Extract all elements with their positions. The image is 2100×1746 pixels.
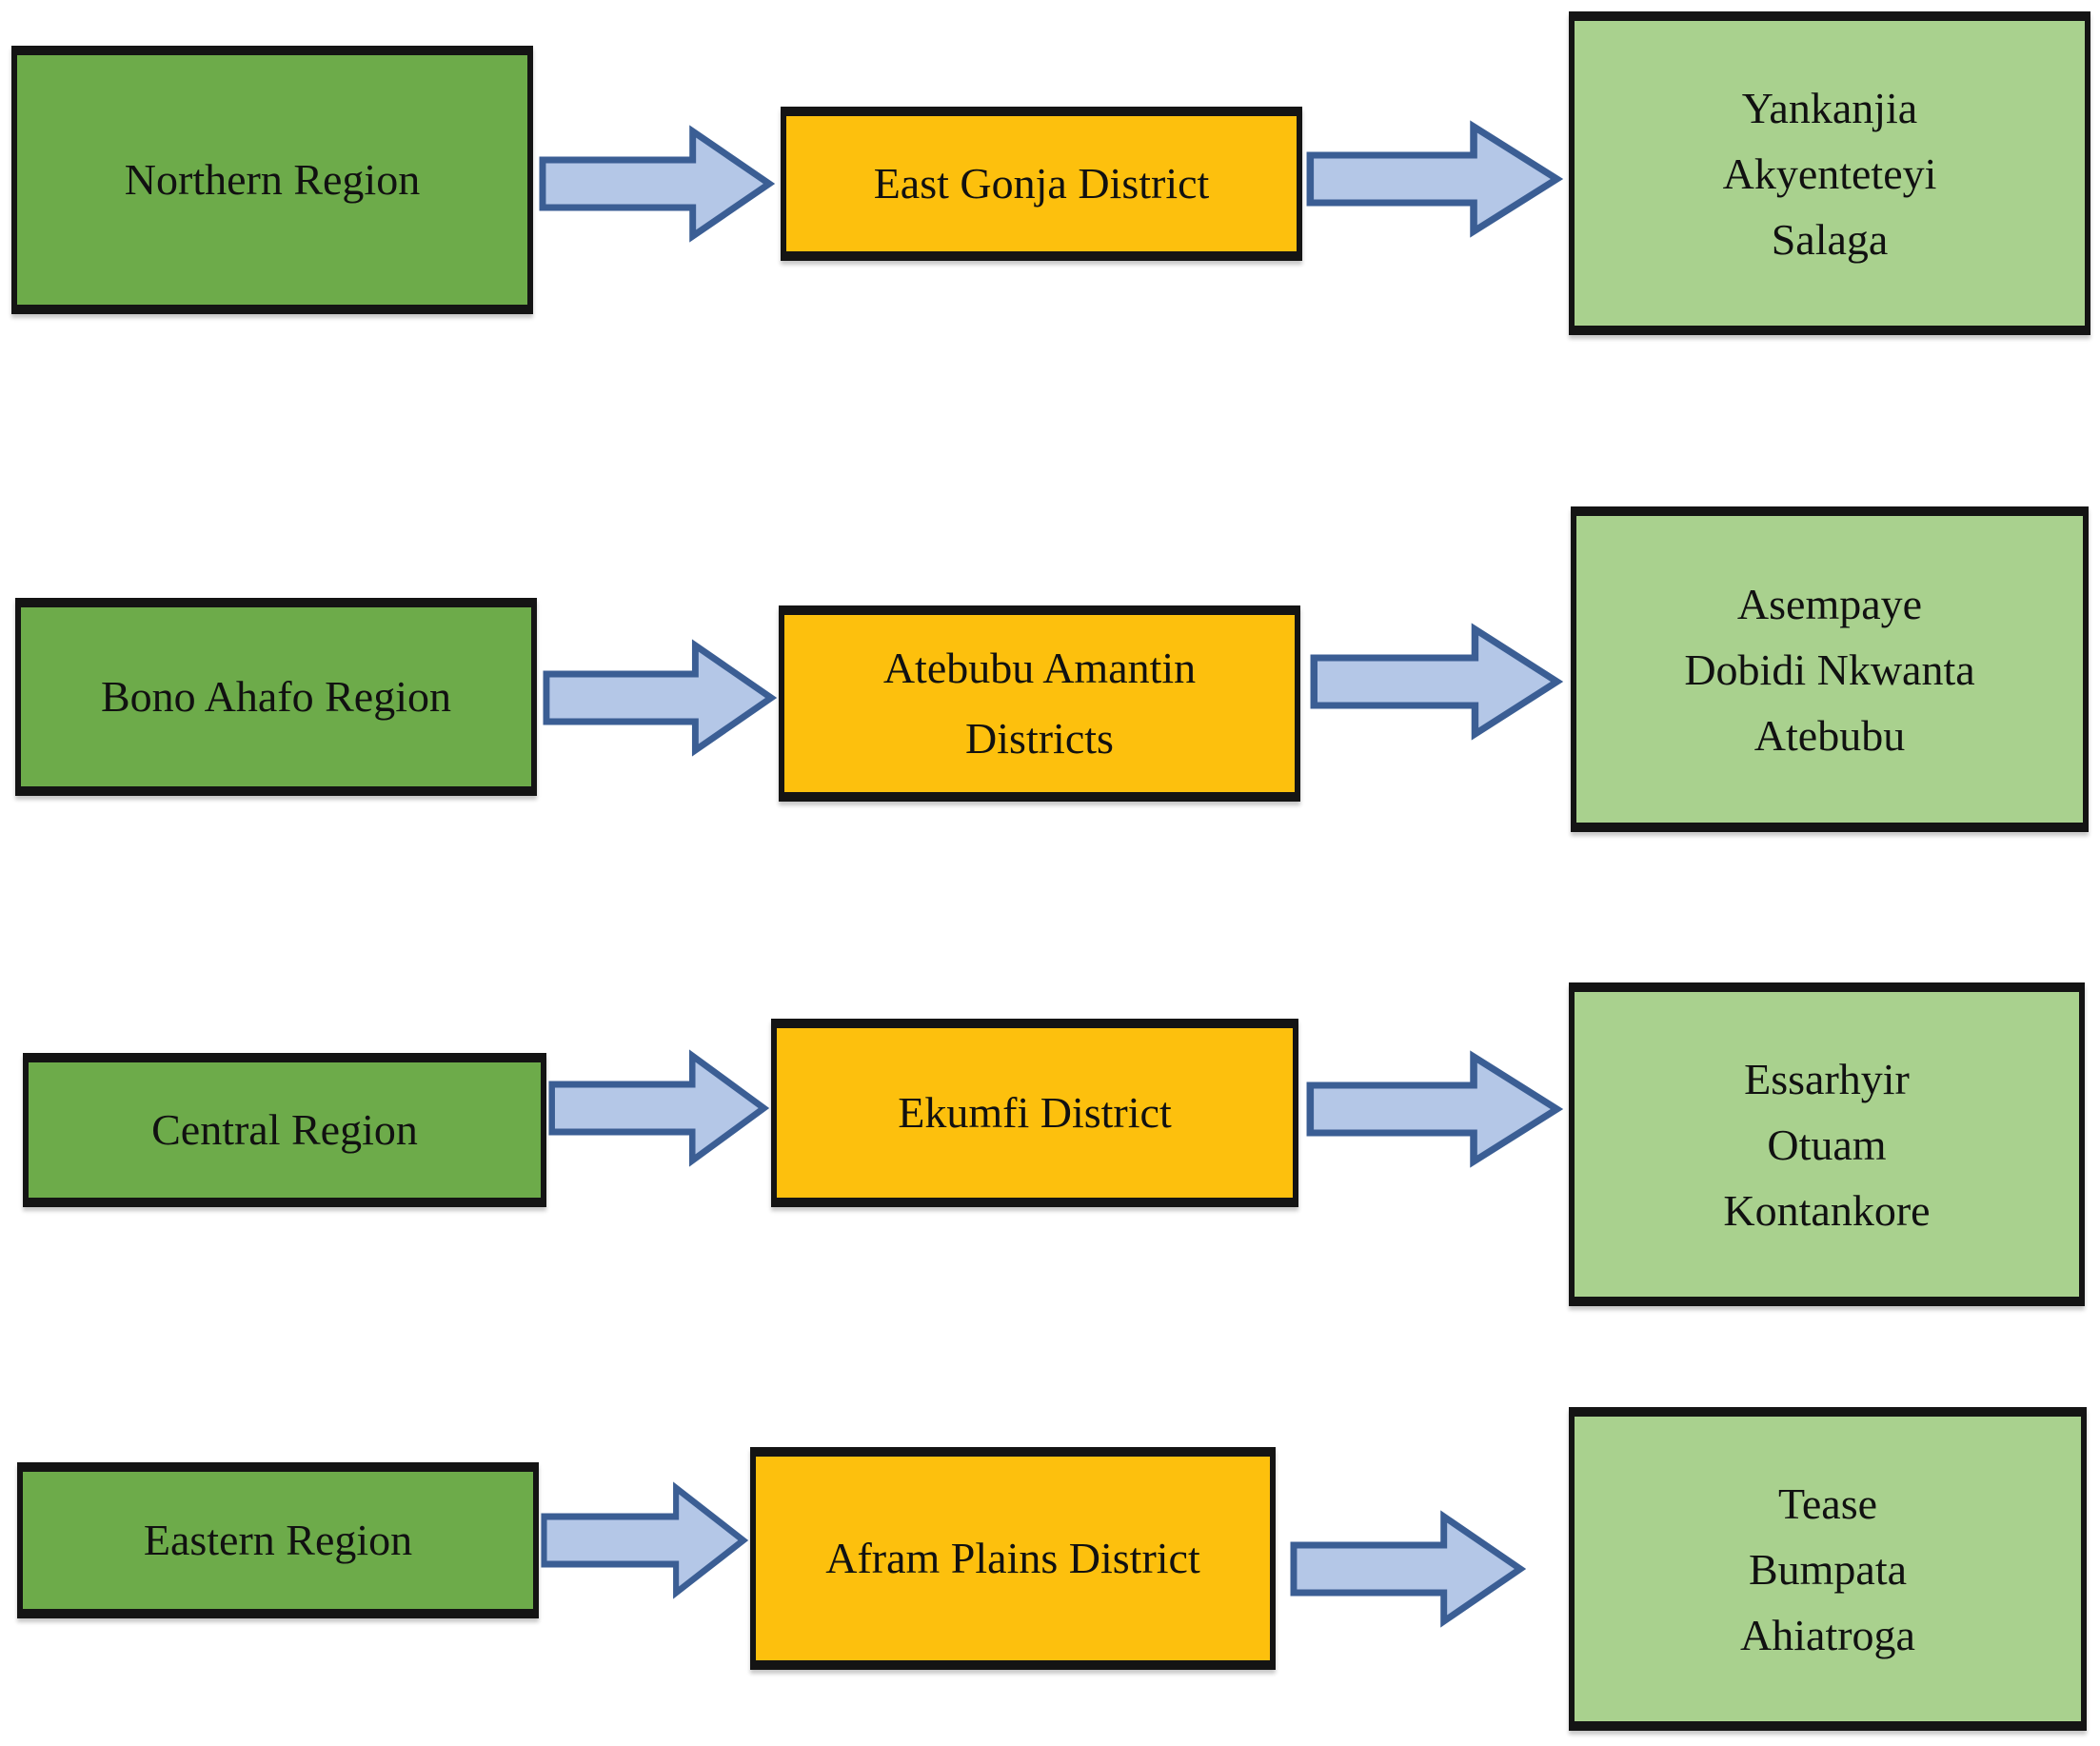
right-arrow-icon <box>541 1478 748 1602</box>
right-arrow-icon <box>1306 1047 1563 1171</box>
region-box: Central Region <box>23 1053 546 1207</box>
right-arrow-icon <box>548 1046 769 1170</box>
district-label: Ekumfi District <box>898 1088 1172 1138</box>
right-arrow-icon <box>1310 620 1563 744</box>
district-box: Atebubu Amantin Districts <box>779 605 1300 802</box>
district-label: Atebubu Amantin Districts <box>882 644 1197 763</box>
region-box: Eastern Region <box>17 1462 539 1618</box>
right-arrow-icon <box>543 636 777 760</box>
community-label: Asempaye <box>1736 579 1923 628</box>
community-label: Essarhyir <box>1744 1054 1910 1103</box>
region-label: Northern Region <box>124 155 421 205</box>
right-arrow-icon <box>1290 1507 1526 1631</box>
district-box: Ekumfi District <box>771 1019 1298 1207</box>
district-box: Afram Plains District <box>750 1447 1276 1670</box>
community-label: Ahiatroga <box>1740 1610 1915 1659</box>
district-label: East Gonja District <box>873 159 1210 208</box>
community-label: Salaga <box>1771 214 1889 264</box>
right-arrow-icon <box>1306 117 1563 241</box>
region-box: Northern Region <box>11 46 533 314</box>
district-box: East Gonja District <box>781 107 1302 261</box>
community-label: Otuam <box>1767 1120 1887 1169</box>
communities-box: Tease Bumpata Ahiatroga <box>1569 1407 2087 1731</box>
community-label: Kontankore <box>1723 1185 1931 1235</box>
community-label: Bumpata <box>1748 1544 1908 1594</box>
region-box: Bono Ahafo Region <box>15 598 537 796</box>
right-arrow-icon <box>539 122 775 246</box>
community-label: Tease <box>1777 1478 1878 1528</box>
region-label: Eastern Region <box>143 1516 413 1565</box>
community-label: Dobidi Nkwanta <box>1684 645 1975 694</box>
community-label: Akyenteteyi <box>1722 149 1937 198</box>
communities-box: Essarhyir Otuam Kontankore <box>1569 982 2085 1306</box>
region-label: Bono Ahafo Region <box>101 672 451 722</box>
community-label: Atebubu <box>1753 710 1906 760</box>
community-label: Yankanjia <box>1741 83 1918 132</box>
communities-box: Yankanjia Akyenteteyi Salaga <box>1569 11 2090 335</box>
region-label: Central Region <box>151 1105 418 1155</box>
communities-box: Asempaye Dobidi Nkwanta Atebubu <box>1571 506 2089 832</box>
district-label: Afram Plains District <box>825 1534 1200 1583</box>
